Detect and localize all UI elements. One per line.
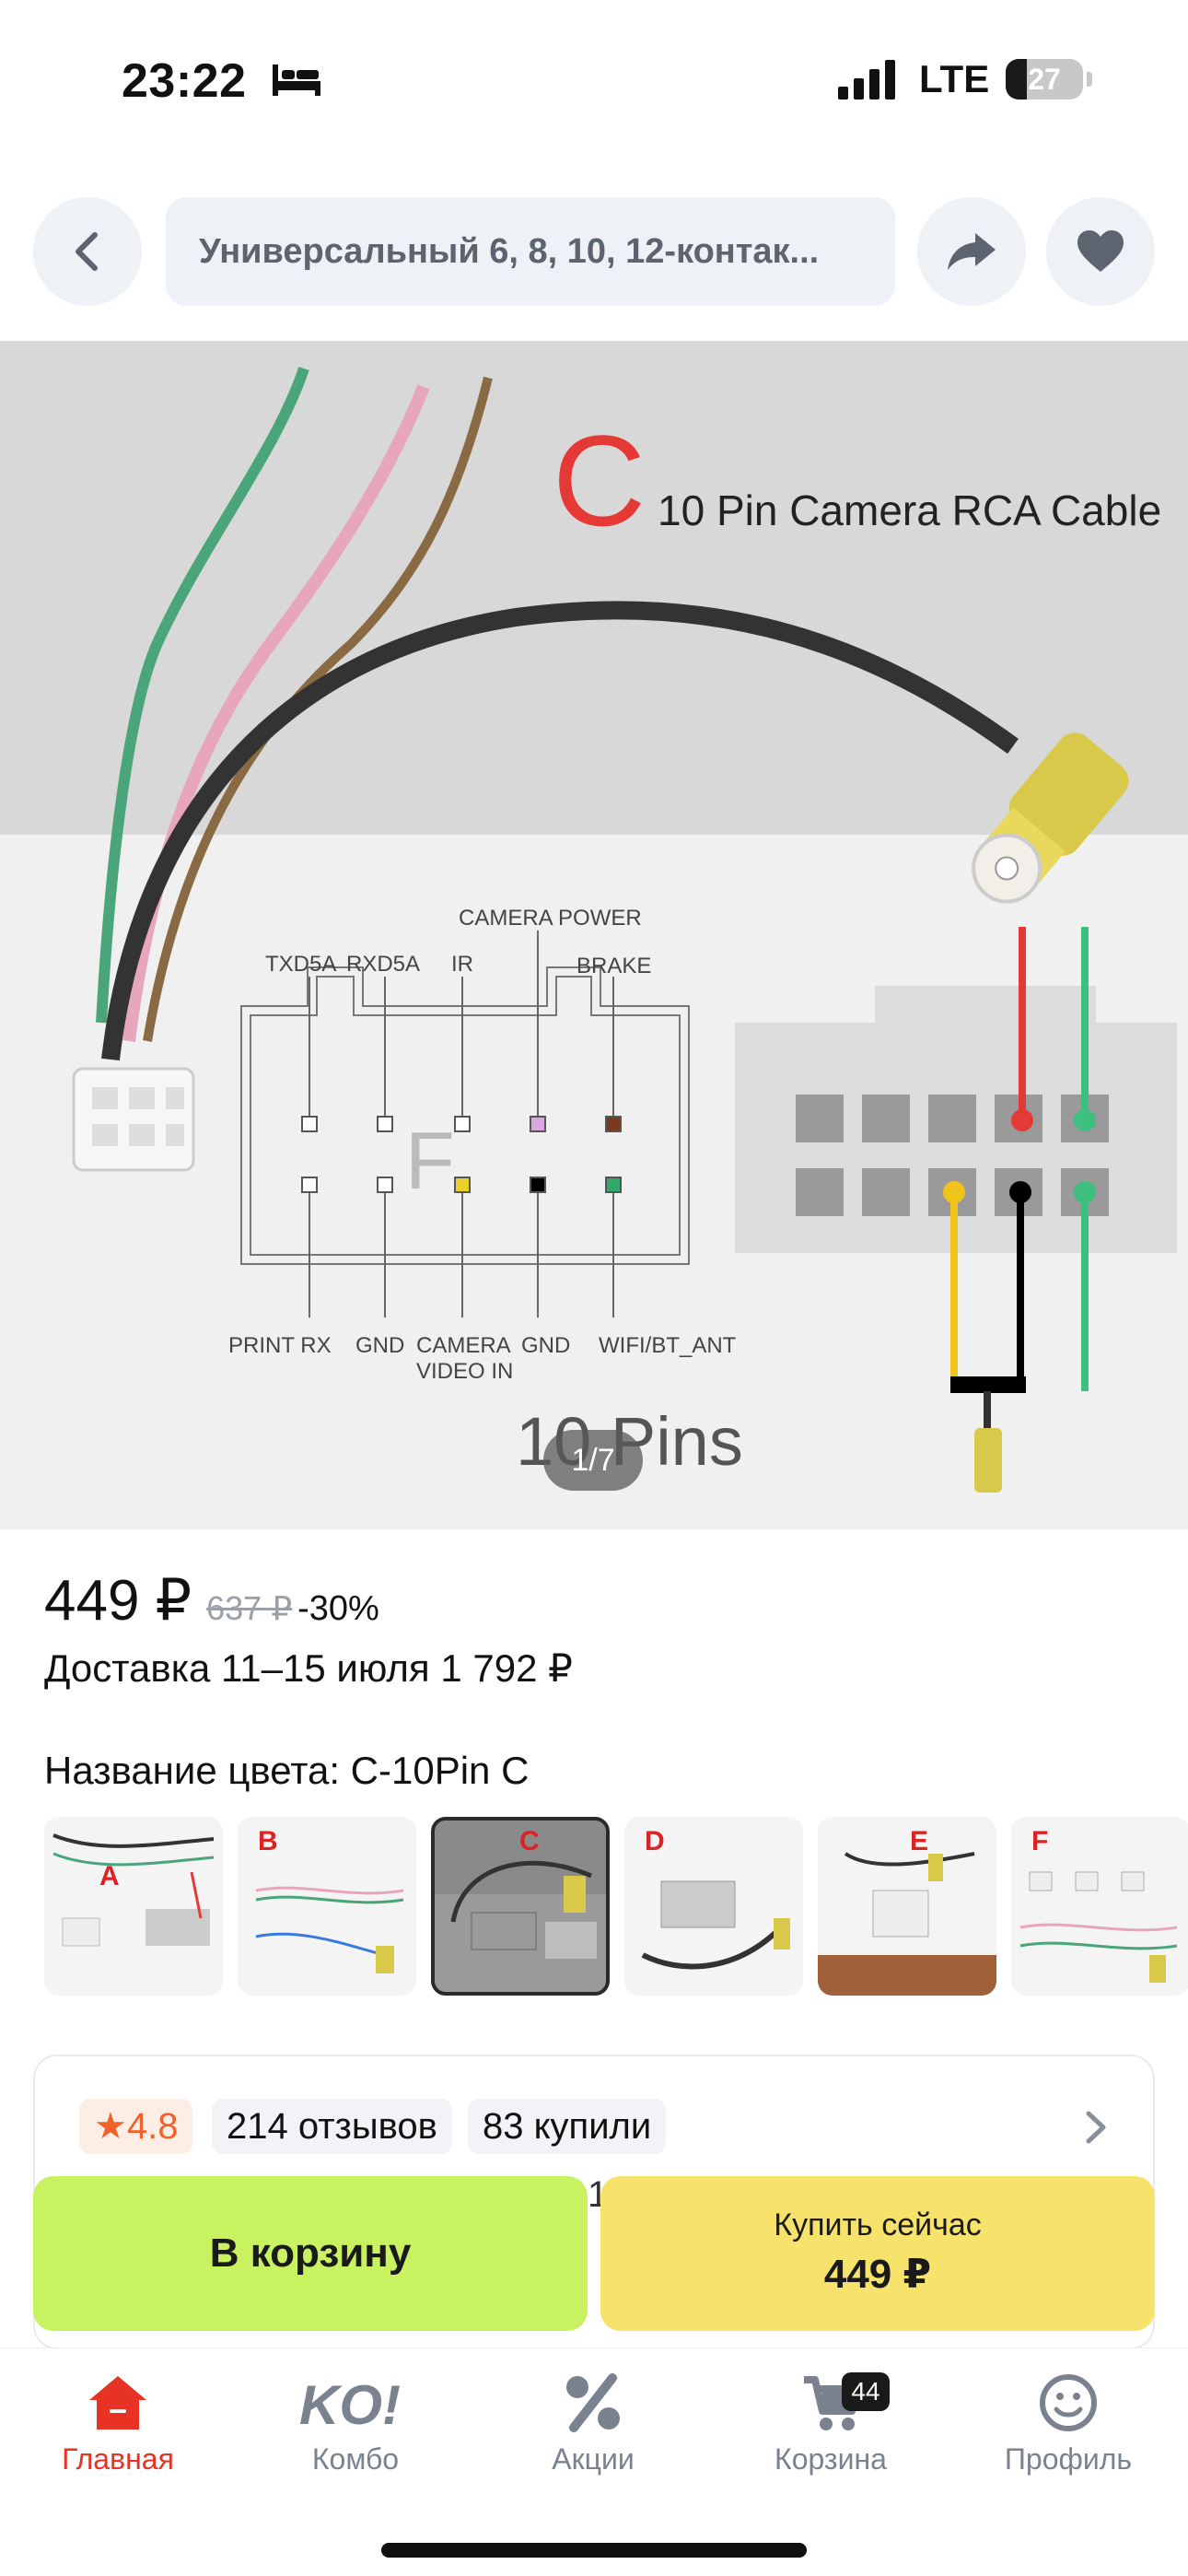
- battery-fill: [1006, 59, 1027, 100]
- swatch-letter: C: [519, 1826, 540, 1856]
- delivery-info[interactable]: Доставка 11–15 июля 1 792 ₽: [44, 1646, 573, 1690]
- favorite-button[interactable]: [1046, 197, 1155, 306]
- bed-icon: [273, 64, 320, 96]
- swatch-image: [255, 1886, 404, 1973]
- color-swatches: A B C D: [44, 1817, 1188, 2001]
- swatch-c[interactable]: C: [431, 1817, 610, 1996]
- rating-score: 4.8: [126, 2106, 179, 2147]
- color-option-title: Название цвета: C-10Pin C: [44, 1749, 530, 1792]
- back-button[interactable]: [33, 197, 142, 306]
- pin-label-wifi-bt-ant: WIFI/BT_ANT: [599, 1333, 737, 1358]
- pin-label-txd5a: TXD5A: [265, 952, 336, 977]
- tab-bar: Главная KO! Комбо Акции 44 Корзина: [0, 2348, 1188, 2576]
- product-title-bar[interactable]: Универсальный 6, 8, 10, 12-контак...: [166, 197, 895, 306]
- percent-icon: [566, 2373, 620, 2432]
- product-image: C 10 Pin Camera RCA Cable F TXD5A RX: [72, 367, 1177, 1493]
- home-icon: [89, 2376, 146, 2430]
- swatch-image: [1019, 1871, 1178, 1983]
- tab-home[interactable]: Главная: [17, 2372, 219, 2511]
- swatch-b[interactable]: B: [238, 1817, 416, 1996]
- chevron-left-icon: [76, 232, 98, 271]
- swatch-letter: A: [99, 1861, 120, 1891]
- price-discount: -30%: [297, 1589, 379, 1628]
- chevron-right-icon[interactable]: [1077, 2104, 1114, 2150]
- buy-now-label: Купить сейчас: [774, 2207, 982, 2242]
- swatch-image: [52, 1833, 215, 1947]
- swatch-letter: B: [258, 1826, 278, 1856]
- add-to-cart-button[interactable]: В корзину: [33, 2176, 588, 2331]
- battery-label: 27: [1028, 63, 1061, 96]
- swatch-letter: D: [645, 1826, 665, 1856]
- ko-logo-icon: KO!: [299, 2374, 401, 2433]
- pin-label-camera-power: CAMERA POWER: [459, 906, 642, 931]
- product-image-gallery[interactable]: C 10 Pin Camera RCA Cable F TXD5A RX: [0, 341, 1188, 1529]
- tab-label: Акции: [552, 2442, 635, 2476]
- tab-label: Профиль: [1004, 2442, 1133, 2476]
- swatch-f[interactable]: F: [1011, 1817, 1188, 1996]
- reviews-count[interactable]: 214 отзывов: [212, 2099, 452, 2154]
- star-icon: ★: [94, 2106, 127, 2147]
- status-time: 23:22: [122, 54, 247, 108]
- swatch-d[interactable]: D: [624, 1817, 803, 1996]
- swatch-image: [641, 1880, 790, 1970]
- signal-icon: [838, 60, 895, 100]
- svg-text:KO!: KO!: [299, 2374, 401, 2433]
- swatch-image: [818, 1852, 996, 1996]
- image-title-letter: C: [553, 408, 646, 553]
- pin-label-ir: IR: [451, 952, 473, 977]
- add-to-cart-label: В корзину: [209, 2231, 412, 2276]
- rating-badge: ★4.8: [79, 2099, 193, 2154]
- cart-badge: 44: [842, 2372, 890, 2411]
- price-old: 637 ₽: [206, 1589, 293, 1627]
- pin-label-gnd-2: GND: [521, 1333, 570, 1358]
- price-row: 449 ₽ 637 ₽ -30%: [44, 1566, 379, 1633]
- network-label: LTE: [919, 57, 990, 100]
- image-title: 10 Pin Camera RCA Cable: [658, 486, 1161, 534]
- tab-label: Корзина: [775, 2442, 887, 2476]
- swatch-image: [435, 1821, 606, 1959]
- pin-label-camera: CAMERA: [416, 1333, 511, 1358]
- status-bar: 23:22 LTE 27: [0, 0, 1188, 157]
- buy-now-price: 449 ₽: [823, 2252, 932, 2297]
- tab-label: Комбо: [311, 2442, 400, 2476]
- swatch-e[interactable]: E: [818, 1817, 996, 1996]
- buy-now-button[interactable]: Купить сейчас 449 ₽: [600, 2176, 1155, 2331]
- price-current: 449 ₽: [44, 1569, 192, 1633]
- tab-profile[interactable]: Профиль: [967, 2372, 1170, 2511]
- tab-label: Главная: [62, 2442, 174, 2476]
- swatch-letter: F: [1031, 1826, 1049, 1856]
- tab-promotions[interactable]: Акции: [492, 2372, 694, 2511]
- share-button[interactable]: [917, 197, 1026, 306]
- swatch-a[interactable]: A: [44, 1817, 223, 1996]
- home-indicator[interactable]: [381, 2543, 807, 2558]
- pin-label-print-rx: PRINT RX: [228, 1333, 332, 1358]
- tab-cart[interactable]: 44 Корзина: [729, 2372, 932, 2511]
- profile-icon: [1040, 2374, 1097, 2431]
- pin-label-video-in: VIDEO IN: [416, 1359, 513, 1384]
- battery-icon: 27: [1006, 59, 1092, 100]
- share-icon: [948, 233, 996, 270]
- pin-label-rxd5a: RXD5A: [346, 952, 420, 977]
- connector-letter: F: [405, 1115, 455, 1206]
- pin-label-gnd-1: GND: [355, 1333, 404, 1358]
- gallery-counter: 1/7: [543, 1430, 643, 1491]
- swatch-letter: E: [910, 1826, 929, 1856]
- product-title-text: Универсальный 6, 8, 10, 12-контак...: [199, 231, 820, 271]
- bought-count: 83 купили: [468, 2099, 667, 2154]
- tab-combo[interactable]: KO! Комбо: [254, 2372, 457, 2511]
- pin-label-brake: BRAKE: [577, 954, 651, 978]
- heart-icon: [1077, 230, 1124, 272]
